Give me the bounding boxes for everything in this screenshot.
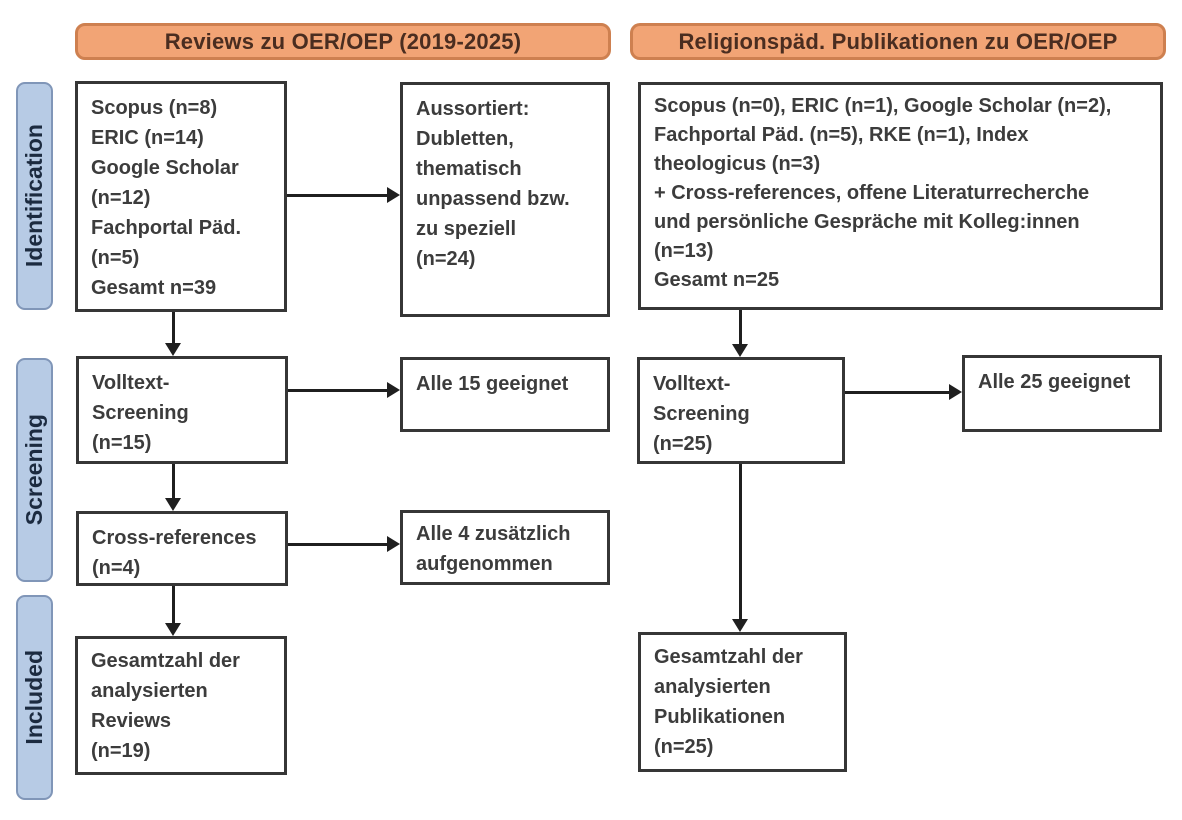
stage-label-included: Included: [16, 595, 53, 800]
column-header-religionspaed-publications: Religionspäd. Publikationen zu OER/OEP: [630, 23, 1166, 60]
stage-label-included-text: Included: [21, 650, 47, 745]
stage-label-screening: Screening: [16, 358, 53, 582]
box-left-cross-references-result: Alle 4 zusätzlich aufgenommen: [400, 510, 610, 585]
box-left-included-total: Gesamtzahl der analysierten Reviews (n=1…: [75, 636, 287, 775]
stage-label-identification-text: Identification: [21, 124, 47, 268]
stage-label-screening-text: Screening: [21, 414, 47, 526]
arrow-left-screening-to-result: [288, 382, 400, 398]
arrow-left-screening-to-crossref: [165, 464, 181, 511]
column-header-reviews: Reviews zu OER/OEP (2019-2025): [75, 23, 611, 60]
box-right-identification-sources: Scopus (n=0), ERIC (n=1), Google Scholar…: [638, 82, 1163, 310]
arrow-left-crossref-to-included: [165, 586, 181, 636]
arrow-right-screening-to-result: [845, 384, 962, 400]
stage-label-identification: Identification: [16, 82, 53, 310]
box-left-cross-references: Cross-references (n=4): [76, 511, 288, 586]
arrow-right-screening-to-included: [732, 464, 748, 632]
box-left-fulltext-result: Alle 15 geeignet: [400, 357, 610, 432]
box-left-fulltext-screening: Volltext- Screening (n=15): [76, 356, 288, 464]
box-right-fulltext-screening: Volltext- Screening (n=25): [637, 357, 845, 464]
arrow-right-identification-to-screening: [732, 310, 748, 357]
arrow-left-identification-to-screening: [165, 312, 181, 356]
box-left-excluded: Aussortiert: Dubletten, thematisch unpas…: [400, 82, 610, 317]
arrow-left-identification-to-excluded: [287, 187, 400, 203]
box-right-fulltext-result: Alle 25 geeignet: [962, 355, 1162, 432]
box-right-included-total: Gesamtzahl der analysierten Publikatione…: [638, 632, 847, 772]
box-left-identification-sources: Scopus (n=8) ERIC (n=14) Google Scholar …: [75, 81, 287, 312]
arrow-left-crossref-to-result: [288, 536, 400, 552]
